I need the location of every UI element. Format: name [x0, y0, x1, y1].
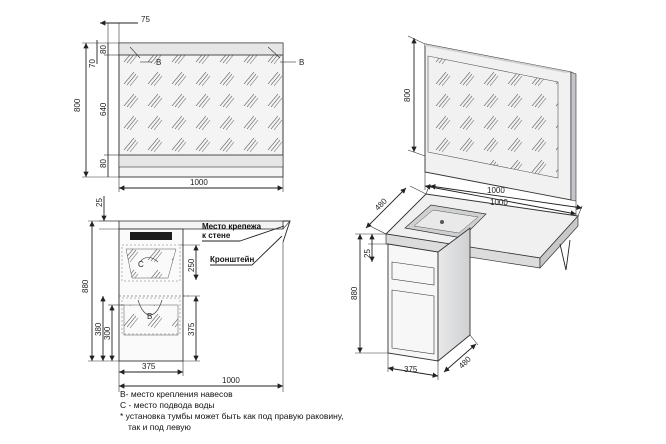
dim-iso-480-bottom: 480	[457, 354, 473, 370]
callout-bracket: Кронштейн	[210, 255, 254, 264]
dim-basin-1000: 1000	[222, 376, 240, 385]
note-2: С - место подвода воды	[120, 400, 215, 410]
dim-mirror-iso-1000: 1000	[487, 186, 505, 195]
marker-c: C	[138, 260, 144, 269]
dim-basin-880: 880	[81, 279, 90, 293]
dim-basin-375: 375	[142, 362, 156, 371]
callout-mount-place-2: к стене	[202, 231, 231, 240]
dim-iso-1000: 1000	[490, 198, 508, 207]
dim-basin-375-vert: 375	[187, 322, 196, 336]
dim-mirror-80-bottom: 80	[99, 159, 108, 168]
note-4: так и под левую	[128, 422, 191, 432]
dim-mirror-70: 70	[88, 59, 97, 68]
basin-iso-view: 480 1000 25 880 375 480	[350, 183, 583, 380]
mirror-iso-view: 800 1000	[403, 35, 577, 218]
dim-iso-880: 880	[350, 286, 359, 300]
marker-b-left: В	[156, 58, 161, 67]
dim-iso-25: 25	[363, 249, 372, 258]
callout-mount-place: Место крепежа	[202, 222, 262, 231]
dim-mirror-80-top: 80	[99, 45, 108, 54]
dim-mirror-800: 800	[73, 98, 82, 112]
dim-basin-25: 25	[95, 198, 104, 207]
marker-b: В	[147, 312, 152, 321]
dim-mirror-640: 640	[99, 102, 108, 116]
dim-mirror-1000: 1000	[190, 178, 208, 187]
basin-front-view: C В 25 880 380 300 250 375	[81, 196, 291, 392]
dim-basin-250: 250	[187, 258, 196, 272]
dim-iso-375: 375	[404, 365, 418, 374]
note-1: В- место крепления навесов	[120, 389, 233, 399]
dim-iso-480-top: 480	[373, 196, 389, 212]
dim-basin-300: 300	[103, 326, 112, 340]
marker-b-right: В	[299, 58, 304, 67]
mirror-front-view: В В 75 800 70 80 640 80 1000	[73, 15, 304, 192]
dim-mirror-75: 75	[141, 15, 150, 24]
dim-basin-380: 380	[94, 322, 103, 336]
note-3: * установка тумбы может быть как под пра…	[120, 411, 344, 421]
dim-mirror-iso-800: 800	[403, 88, 412, 102]
notes: В- место крепления навесов С - место под…	[120, 389, 344, 432]
